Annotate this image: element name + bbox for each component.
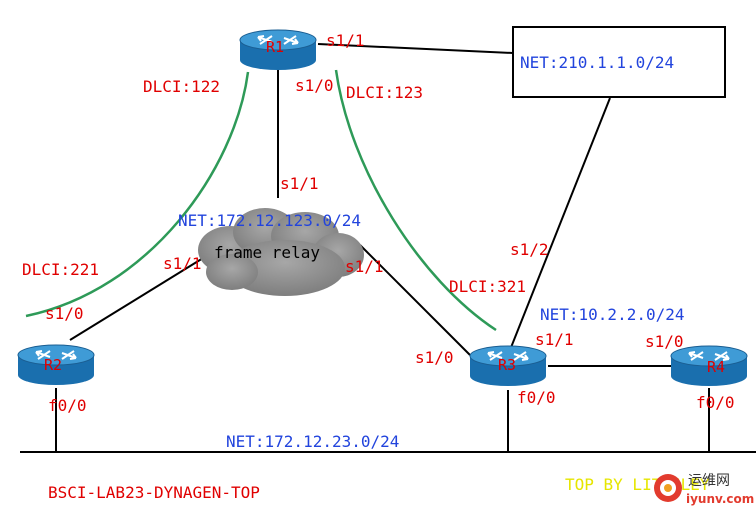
dlci-123-label: DLCI:123: [346, 83, 423, 102]
router-r1-label: R1: [266, 38, 284, 56]
frame-relay-cloud: [198, 208, 364, 296]
r4-s10-label: s1/0: [645, 332, 684, 351]
fr-s11-left-label: s1/1: [163, 254, 202, 273]
pvc-arc-r1-r2: [25, 71, 250, 318]
lab-title: BSCI-LAB23-DYNAGEN-TOP: [48, 483, 260, 502]
fr-s11-top-label: s1/1: [280, 174, 319, 193]
r3-s12-label: s1/2: [510, 240, 549, 259]
r3-s11-label: s1/1: [535, 330, 574, 349]
link-r3-wan: [509, 97, 611, 351]
r4-f00-label: f0/0: [696, 393, 735, 412]
r1-s11-label: s1/1: [326, 31, 365, 50]
r2-f00-label: f0/0: [48, 396, 87, 415]
frame-relay-network-label: NET:172.12.123.0/24: [178, 211, 361, 230]
r3-r4-network-label: NET:10.2.2.0/24: [540, 305, 685, 324]
r3-s10-label: s1/0: [415, 348, 454, 367]
r2-s10-label: s1/0: [45, 304, 84, 323]
r3-f00-label: f0/0: [517, 388, 556, 407]
router-r4-label: R4: [707, 358, 725, 376]
lan-network-label: NET:172.12.23.0/24: [226, 432, 399, 451]
router-r2-label: R2: [44, 356, 62, 374]
wan-network-box: [512, 26, 726, 98]
dlci-321-label: DLCI:321: [449, 277, 526, 296]
fr-s11-right-label: s1/1: [345, 257, 384, 276]
wan-network-label: NET:210.1.1.0/24: [520, 53, 674, 72]
dlci-221-label: DLCI:221: [22, 260, 99, 279]
router-r3-label: R3: [498, 356, 516, 374]
pvc-arc-r1-r3: [334, 69, 497, 332]
watermark-domain: iyunv.com: [686, 492, 754, 506]
link-r1-wan: [317, 43, 514, 54]
link-r3-framerelay: [359, 244, 471, 356]
dlci-122-label: DLCI:122: [143, 77, 220, 96]
site-watermark: 运维网 iyunv.com: [654, 473, 754, 506]
frame-relay-label: frame relay: [214, 243, 320, 262]
watermark-brand: 运维网: [688, 473, 730, 489]
link-r2-framerelay: [69, 254, 209, 341]
r1-s10-label: s1/0: [295, 76, 334, 95]
